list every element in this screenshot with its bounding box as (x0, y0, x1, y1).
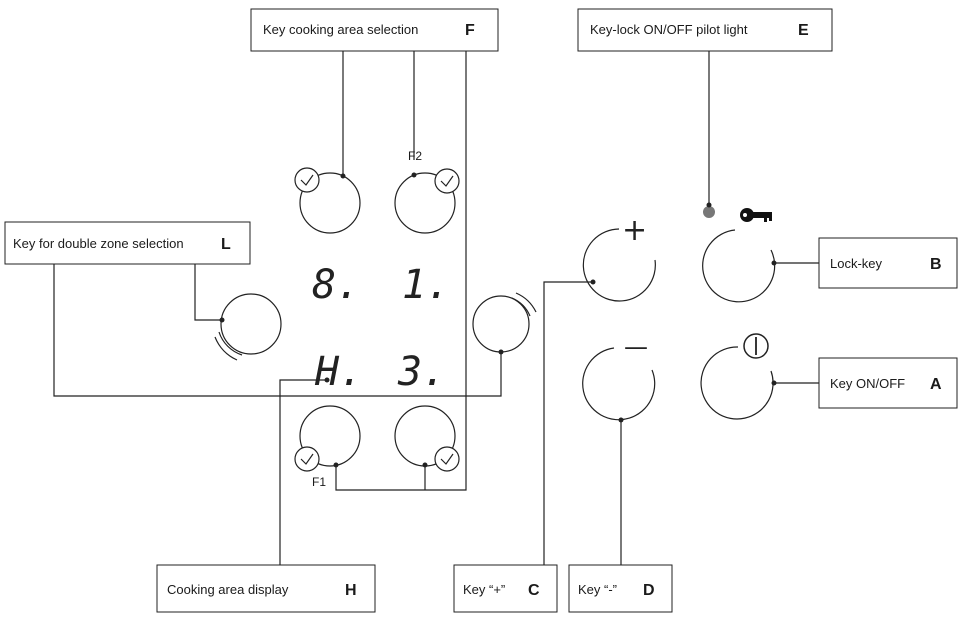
display-top-right: 1. (402, 262, 450, 308)
callout-B-text: Lock-key (830, 256, 883, 271)
zone-label-f1: F1 (312, 475, 326, 489)
callout-B: Lock-key B (818, 237, 958, 289)
double-zone-key-right[interactable] (472, 292, 537, 355)
callout-L-letter: L (221, 236, 231, 253)
plus-symbol: + (622, 213, 647, 248)
callout-D: Key “-” D (568, 564, 673, 613)
minus-symbol: — (624, 333, 648, 361)
display-bottom-right: 3. (397, 349, 446, 395)
display-bottom-left: H. (314, 349, 363, 395)
callout-F: Key cooking area selection F (250, 8, 499, 52)
callout-C-letter: C (528, 582, 540, 599)
timer-icon (294, 167, 320, 193)
callout-A-text: Key ON/OFF (830, 376, 905, 391)
callout-L: Key for double zone selection L (4, 221, 251, 265)
key-icon (740, 208, 772, 222)
callout-E-text: Key-lock ON/OFF pilot light (590, 22, 748, 37)
double-zone-key-left[interactable] (214, 293, 282, 361)
on-off-key[interactable] (700, 346, 777, 420)
callout-L-text: Key for double zone selection (13, 236, 184, 251)
timer-icon (434, 446, 460, 472)
callout-H-letter: H (345, 582, 357, 599)
minus-key[interactable] (582, 347, 656, 423)
timer-icon (294, 446, 320, 472)
display-top-left: 8. (312, 262, 360, 308)
callout-E-letter: E (798, 22, 809, 39)
callout-C-text: Key “+” (463, 582, 505, 597)
callout-A: Key ON/OFF A (818, 357, 958, 409)
pilot-light-icon (703, 202, 715, 218)
leader-lines (53, 51, 819, 565)
callout-D-text: Key “-” (578, 582, 617, 597)
power-icon (743, 333, 769, 359)
callout-A-letter: A (930, 376, 942, 393)
plus-key[interactable] (582, 228, 656, 302)
callout-E: Key-lock ON/OFF pilot light E (577, 8, 833, 52)
callout-H-text: Cooking area display (167, 582, 289, 597)
lock-key[interactable] (702, 229, 777, 303)
callout-D-letter: D (643, 582, 655, 599)
callout-H: Cooking area display H (156, 564, 376, 613)
callout-C: Key “+” C (453, 564, 558, 613)
timer-icon (434, 168, 460, 194)
callout-B-letter: B (930, 256, 942, 273)
callout-F-letter: F (465, 22, 475, 39)
callout-F-text: Key cooking area selection (263, 22, 418, 37)
zone-label-f2: F2 (408, 149, 422, 163)
